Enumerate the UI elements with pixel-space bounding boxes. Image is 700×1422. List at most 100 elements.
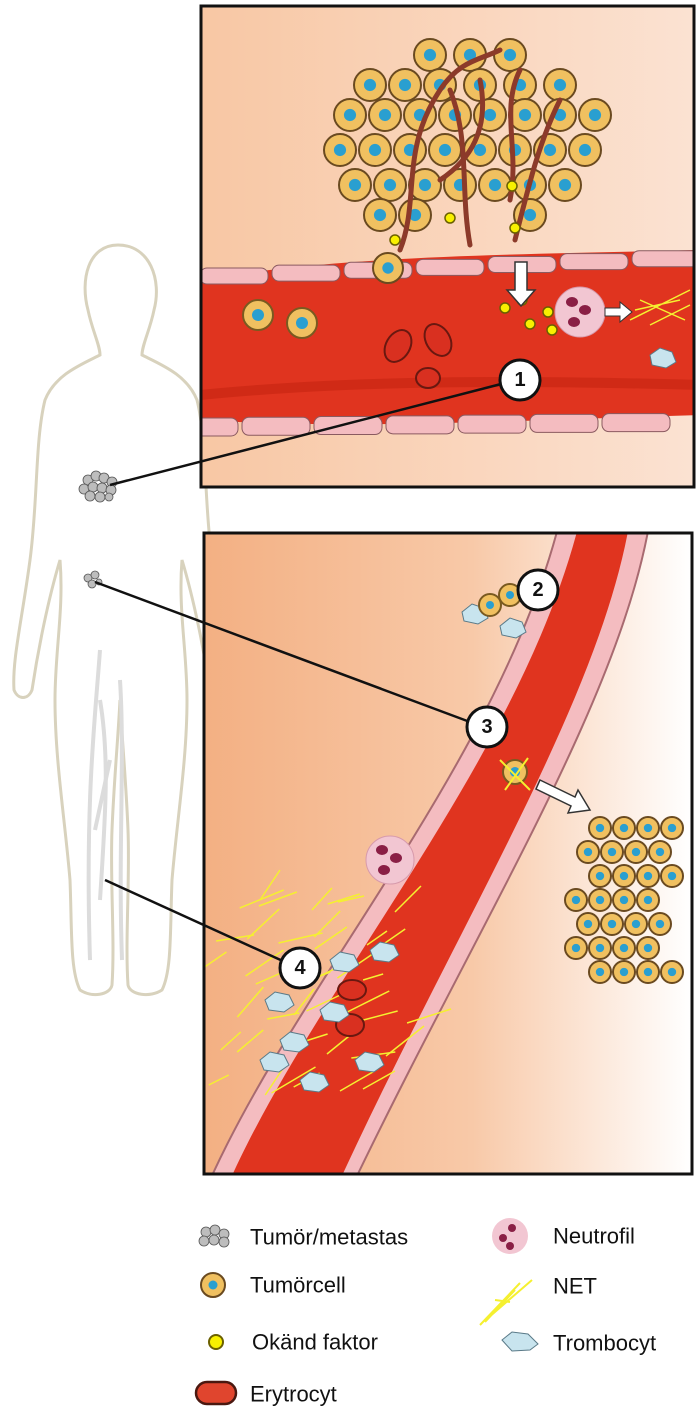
platelet bbox=[319, 1001, 350, 1023]
platelets-bottom bbox=[259, 941, 400, 1093]
tumor-cell bbox=[564, 888, 588, 912]
tumor-cell bbox=[612, 816, 636, 840]
erythrocyte-icon bbox=[194, 1380, 238, 1406]
endothelial-cell bbox=[202, 267, 269, 285]
endothelial-cell bbox=[202, 417, 239, 437]
legend-label: Trombocyt bbox=[553, 1331, 656, 1356]
metastasis bbox=[564, 816, 684, 984]
net-strand bbox=[406, 1008, 452, 1024]
net-strand bbox=[293, 988, 315, 1016]
svg-text:2: 2 bbox=[532, 579, 543, 601]
neutrophil-top bbox=[554, 286, 606, 338]
endothelial-cell bbox=[313, 416, 383, 436]
tumor-cell bbox=[588, 816, 612, 840]
platelet bbox=[259, 1051, 290, 1073]
net-strand bbox=[208, 1074, 230, 1086]
tumor-cell bbox=[576, 840, 600, 864]
tumor-cell bbox=[393, 133, 427, 167]
arrow-down bbox=[505, 261, 537, 308]
tumor-cell bbox=[543, 68, 577, 102]
tumor-cell bbox=[648, 912, 672, 936]
body-tumor-icon bbox=[78, 470, 118, 503]
tumor-cell bbox=[388, 68, 422, 102]
tumor-cell bbox=[363, 198, 397, 232]
marker-1: 1 bbox=[498, 358, 542, 402]
neutrophil-icon bbox=[492, 1218, 528, 1254]
platelet bbox=[329, 951, 360, 973]
platelet bbox=[279, 1031, 310, 1053]
net-strand bbox=[359, 1010, 398, 1022]
tumor-cell bbox=[600, 912, 624, 936]
net-top bbox=[629, 289, 691, 326]
bottom-panel bbox=[205, 534, 691, 1173]
tumor-cell bbox=[588, 864, 612, 888]
legend-label: Tumör/metastas bbox=[250, 1225, 408, 1250]
tumor-cell bbox=[508, 98, 542, 132]
tumor-cell bbox=[568, 133, 602, 167]
body-metastasis-icon bbox=[83, 570, 103, 589]
tumor-cell bbox=[323, 133, 357, 167]
net-strand bbox=[267, 1012, 300, 1020]
arrow-extravasation bbox=[535, 778, 592, 814]
net-strand bbox=[220, 1031, 242, 1051]
marker-2: 2 bbox=[516, 568, 560, 612]
legend-label: Tumörcell bbox=[250, 1273, 346, 1298]
tumor-icon bbox=[198, 1224, 230, 1248]
tumor-cell bbox=[372, 252, 404, 284]
net-strand bbox=[205, 951, 227, 968]
net-strand bbox=[385, 1025, 425, 1057]
leg-veins bbox=[86, 649, 124, 961]
tumor-cell bbox=[353, 68, 387, 102]
endothelial-cell bbox=[271, 264, 341, 282]
net-strand bbox=[314, 926, 348, 950]
net-strand bbox=[362, 973, 384, 981]
tumor-cell bbox=[588, 960, 612, 984]
legend: Tumör/metastas Tumörcell Okänd faktor Er… bbox=[194, 1218, 656, 1407]
tumor-cell-icon bbox=[200, 1272, 226, 1298]
endothelial-cell bbox=[241, 416, 311, 436]
tumor-cell bbox=[408, 168, 442, 202]
tumor-cell bbox=[612, 936, 636, 960]
neutrophil-bottom bbox=[365, 835, 415, 885]
tumor-cell bbox=[493, 38, 527, 72]
tumor-cell bbox=[428, 133, 462, 167]
legend-label: Okänd faktor bbox=[252, 1330, 378, 1355]
tumor-cell bbox=[453, 38, 487, 72]
tumor-cell bbox=[368, 98, 402, 132]
net-strand bbox=[306, 992, 345, 1012]
tumor-cell-extravasating bbox=[499, 757, 531, 791]
platelet bbox=[354, 1051, 385, 1073]
platelet bbox=[264, 991, 295, 1013]
endothelium-top bbox=[202, 250, 693, 437]
tumor-cell bbox=[624, 840, 648, 864]
endothelial-cell bbox=[415, 258, 485, 276]
net-strand bbox=[278, 932, 323, 944]
tumor-cell bbox=[333, 98, 367, 132]
tumor-cell bbox=[600, 840, 624, 864]
net-strand bbox=[339, 1068, 379, 1092]
tumor-cell bbox=[398, 198, 432, 232]
marker-3: 3 bbox=[465, 705, 509, 749]
endothelial-cell bbox=[601, 413, 671, 433]
tumor-cell bbox=[660, 864, 684, 888]
tumor-cell bbox=[338, 168, 372, 202]
net-strand bbox=[337, 895, 365, 903]
endothelial-cell bbox=[457, 414, 527, 434]
net-strand bbox=[327, 893, 360, 905]
net-strand bbox=[236, 1029, 264, 1053]
net-strand bbox=[245, 949, 285, 977]
connector-lines bbox=[94, 381, 506, 964]
endothelial-cell bbox=[559, 253, 629, 271]
tumor-cell bbox=[660, 960, 684, 984]
net-strand bbox=[236, 986, 264, 1018]
platelet bbox=[369, 941, 400, 963]
tumor-cell bbox=[358, 133, 392, 167]
tumor-cell bbox=[636, 864, 660, 888]
tumor-cell bbox=[660, 816, 684, 840]
tumor-cell bbox=[413, 38, 447, 72]
erythrocytes-top bbox=[383, 323, 453, 389]
tumor-cell bbox=[478, 168, 512, 202]
tumor-cell bbox=[636, 936, 660, 960]
platelet bbox=[299, 1071, 330, 1093]
